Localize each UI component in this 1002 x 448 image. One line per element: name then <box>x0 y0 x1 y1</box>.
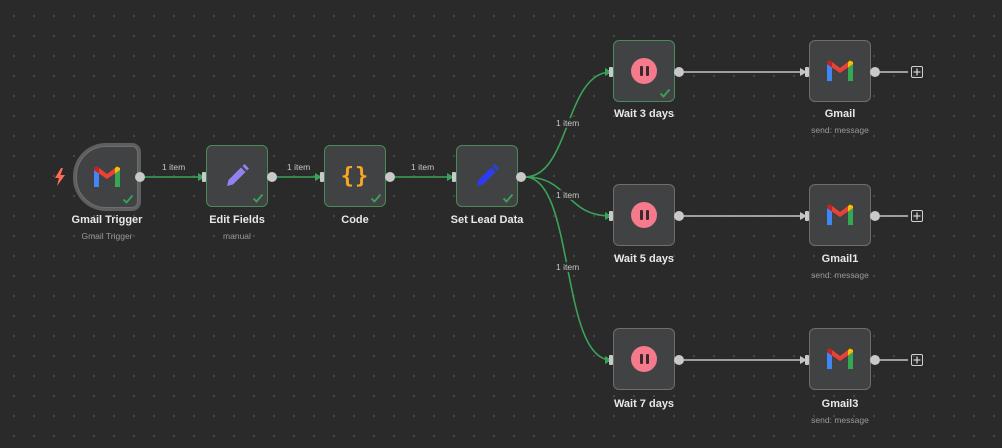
pencil-icon <box>227 164 249 186</box>
node-sublabel: send: message <box>811 415 869 425</box>
output-handle[interactable] <box>135 172 145 182</box>
edge-label-item-count: 1 item <box>554 262 582 272</box>
success-check-icon <box>659 88 671 98</box>
node-label: Gmail <box>824 108 856 120</box>
node-wait-5-days[interactable] <box>613 184 675 246</box>
gmail-icon <box>827 348 853 369</box>
edge-label-item-count: 1 item <box>554 118 582 128</box>
output-handle[interactable] <box>267 172 277 182</box>
trigger-bolt-icon[interactable] <box>54 168 66 186</box>
node-label: Wait 3 days <box>613 108 675 120</box>
input-handle[interactable] <box>452 172 456 182</box>
node-sublabel: Gmail Trigger <box>81 231 133 241</box>
input-handle[interactable] <box>805 67 809 77</box>
success-check-icon <box>370 193 382 203</box>
node-gmail[interactable] <box>809 40 871 102</box>
output-handle[interactable] <box>674 211 684 221</box>
node-label: Code <box>341 214 369 226</box>
node-wait-7-days[interactable] <box>613 328 675 390</box>
success-check-icon <box>122 194 134 204</box>
pause-icon <box>631 346 657 372</box>
code-braces-icon: {} <box>340 163 370 189</box>
node-sublabel: send: message <box>811 125 869 135</box>
gmail-icon <box>827 204 853 225</box>
input-handle[interactable] <box>320 172 324 182</box>
output-handle[interactable] <box>674 67 684 77</box>
node-label: Gmail3 <box>821 398 859 410</box>
input-handle[interactable] <box>805 355 809 365</box>
output-handle[interactable] <box>674 355 684 365</box>
output-handle[interactable] <box>870 67 880 77</box>
output-handle[interactable] <box>516 172 526 182</box>
success-check-icon <box>502 193 514 203</box>
node-edit-fields[interactable] <box>206 145 268 207</box>
node-wait-3-days[interactable] <box>613 40 675 102</box>
pause-icon <box>631 58 657 84</box>
success-check-icon <box>252 193 264 203</box>
input-handle[interactable] <box>609 355 613 365</box>
output-handle[interactable] <box>870 211 880 221</box>
node-label: Wait 5 days <box>613 253 675 265</box>
input-handle[interactable] <box>805 211 809 221</box>
edge-label-item-count: 1 item <box>409 162 437 172</box>
pencil-icon <box>477 164 499 186</box>
add-node-plus-icon[interactable] <box>911 354 923 366</box>
node-sublabel: manual <box>223 231 251 241</box>
node-label: Edit Fields <box>209 214 265 226</box>
add-node-plus-icon[interactable] <box>911 66 923 78</box>
node-code[interactable]: {} <box>324 145 386 207</box>
node-set-lead-data[interactable] <box>456 145 518 207</box>
edge-label-item-count: 1 item <box>285 162 313 172</box>
input-handle[interactable] <box>609 67 613 77</box>
node-gmail1[interactable] <box>809 184 871 246</box>
edge-label-item-count: 1 item <box>160 162 188 172</box>
pause-icon <box>631 202 657 228</box>
node-label: Gmail Trigger <box>71 214 143 226</box>
output-handle[interactable] <box>870 355 880 365</box>
node-gmail3[interactable] <box>809 328 871 390</box>
node-label: Wait 7 days <box>613 398 675 410</box>
gmail-icon <box>94 166 120 187</box>
node-gmail-trigger[interactable] <box>76 146 138 208</box>
add-node-plus-icon[interactable] <box>911 210 923 222</box>
node-label: Gmail1 <box>821 253 859 265</box>
node-sublabel: send: message <box>811 270 869 280</box>
node-label: Set Lead Data <box>450 214 524 226</box>
gmail-icon <box>827 60 853 81</box>
input-handle[interactable] <box>609 211 613 221</box>
output-handle[interactable] <box>385 172 395 182</box>
input-handle[interactable] <box>202 172 206 182</box>
edge-label-item-count: 1 item <box>554 190 582 200</box>
